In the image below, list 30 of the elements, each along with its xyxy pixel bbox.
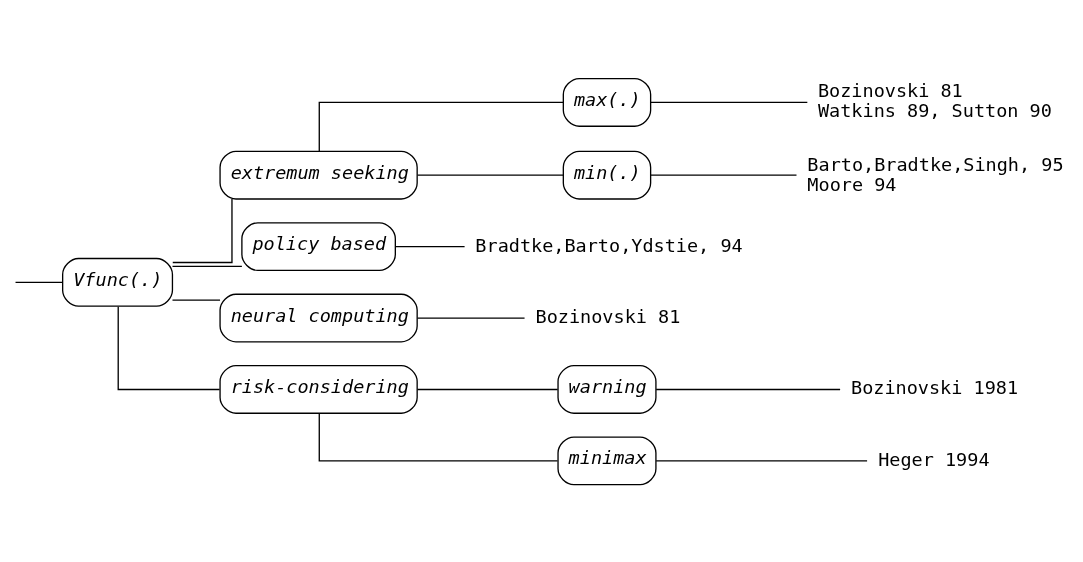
connector	[171, 299, 221, 301]
node-text: Barto,Bradtke,Singh, 95 Moore 94	[807, 154, 1064, 196]
node-text: Bradtke,Barto,Ydstie, 94	[475, 234, 743, 256]
connector	[655, 460, 868, 462]
connector	[416, 317, 526, 319]
connector	[416, 174, 564, 176]
connector	[416, 388, 559, 391]
node-text: Bozinovski 81 Watkins 89, Sutton 90	[817, 80, 1052, 122]
connector	[318, 101, 564, 152]
connector	[117, 305, 221, 391]
connector	[394, 245, 466, 248]
node-box: warning	[557, 365, 657, 414]
node-box: neural computing	[219, 293, 418, 343]
node-box: extremum seeking	[219, 150, 418, 200]
connector	[14, 281, 63, 283]
node-text: Bozinovski 1981	[851, 377, 1019, 399]
node-box: minimax	[557, 436, 657, 486]
node-box: max(.)	[562, 77, 652, 127]
node-box: Vfunc(.)	[62, 257, 174, 307]
connector	[318, 413, 559, 462]
node-box: policy based	[241, 222, 396, 272]
connector	[655, 388, 841, 391]
connector	[172, 198, 233, 264]
connector	[650, 101, 808, 104]
node-text: Heger 1994	[878, 448, 990, 470]
connector	[650, 174, 798, 176]
connector	[171, 265, 243, 268]
node-box: risk-considering	[219, 365, 418, 414]
node-box: min(.)	[562, 150, 652, 200]
node-text: Bozinovski 81	[535, 305, 681, 327]
